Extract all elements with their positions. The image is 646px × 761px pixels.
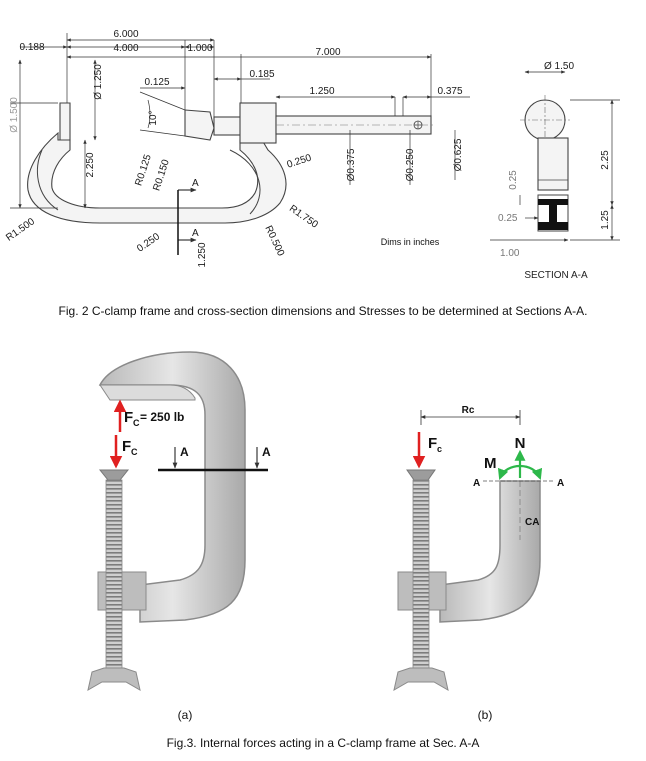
dim-0125: 0.125 — [144, 77, 169, 88]
dim-0250-a: 0.250 — [286, 152, 314, 170]
dim-dia-0625: Ø0.625 — [453, 138, 464, 171]
fig2-caption: Fig. 2 C-clamp frame and cross-section d… — [59, 304, 588, 318]
dim-0188: 0.188 — [19, 42, 44, 53]
dim-2250: 2.250 — [85, 152, 96, 177]
clamp-b-frame — [439, 480, 541, 623]
panel-a-label: (a) — [178, 708, 193, 722]
dim-1250-top: 1.250 — [309, 86, 334, 97]
dim-1000: 1.000 — [187, 43, 212, 54]
section-aa-view: Ø 1.50 2.25 1.25 0.25 0.25 1.00 SECTION … — [490, 61, 620, 281]
clamp-a-handle — [87, 667, 141, 691]
sec-dia-150: Ø 1.50 — [544, 61, 574, 72]
dim-0375-h: 0.375 — [437, 86, 462, 97]
dim-dia-1250: Ø 1.250 — [93, 64, 104, 100]
dim-r0150: R0.150 — [151, 158, 172, 192]
dim-r1500: R1.500 — [4, 216, 37, 244]
dim-6000: 6.000 — [113, 29, 138, 40]
dim-7000: 7.000 — [315, 47, 340, 58]
dim-0250-b: 0.250 — [135, 231, 162, 255]
section-a-top: A — [192, 178, 199, 189]
section-title: SECTION A-A — [524, 270, 588, 281]
n-label: N — [515, 435, 526, 452]
fc-b-label: F — [428, 435, 437, 452]
clamp-a-screw — [105, 479, 123, 671]
section-a-bottom: A — [192, 228, 199, 239]
clamp-b-a-right: A — [557, 478, 564, 489]
dim-1250-bot: 1.250 — [197, 242, 208, 267]
units-note: Dims in inches — [381, 237, 440, 247]
fig3-panel-b: A A Rc F c N M CA (b) — [393, 405, 564, 722]
fc-down-label: F — [122, 438, 131, 455]
ca-label: CA — [525, 517, 539, 528]
sec-025-h: 0.25 — [498, 213, 518, 224]
fc-up-label: F — [124, 409, 133, 426]
fig3-caption: Fig.3. Internal forces acting in a C-cla… — [167, 736, 480, 750]
clamp-b-a-left: A — [473, 478, 480, 489]
dim-dia-0250: Ø0.250 — [405, 148, 416, 181]
dim-0185: 0.185 — [249, 69, 274, 80]
panel-b-label: (b) — [478, 708, 493, 722]
c-frame-outline — [59, 102, 71, 141]
force-value: = 250 lb — [140, 410, 184, 424]
section-web — [537, 137, 569, 191]
frame-inner-edge — [36, 149, 59, 211]
jaw-pad — [184, 109, 215, 141]
clamp-b-pad — [406, 469, 436, 481]
sec-225: 2.25 — [600, 150, 611, 170]
dim-4000: 4.000 — [113, 43, 138, 54]
frame-boss — [239, 102, 277, 144]
dim-dia-0375: Ø0.375 — [346, 148, 357, 181]
dim-10deg: 10° — [148, 110, 159, 125]
fc-b-sub: c — [437, 444, 442, 454]
fc-up-sub: C — [133, 418, 140, 428]
dim-dia-1500: Ø 1.500 — [9, 97, 20, 133]
m-label: M — [484, 455, 497, 472]
dim-r0125: R0.125 — [133, 153, 154, 187]
rc-label: Rc — [462, 405, 475, 416]
clamp-b-handle — [393, 667, 449, 691]
dim-r0500: R0.500 — [262, 224, 286, 258]
frame-inner-edge-2 — [229, 149, 261, 215]
clamp-a-sec-a2: A — [262, 445, 271, 459]
clamp-a-frame — [98, 351, 246, 623]
fc-down-sub: C — [131, 447, 138, 457]
moment-arrow — [497, 464, 543, 481]
clamp-a-pad — [98, 469, 130, 481]
dim-r1750: R1.750 — [287, 203, 320, 231]
sec-025-v: 0.25 — [508, 170, 519, 190]
fig3-panel-a: A A F C = 250 lb F C (a) — [87, 351, 271, 722]
sec-100: 1.00 — [500, 248, 520, 259]
sec-125: 1.25 — [600, 210, 611, 230]
fig2-drawing: 6.000 4.000 1.000 0.188 7.000 0.185 1.25… — [4, 29, 470, 268]
clamp-a-sec-a1: A — [180, 445, 189, 459]
clamp-b-screw — [412, 479, 430, 671]
